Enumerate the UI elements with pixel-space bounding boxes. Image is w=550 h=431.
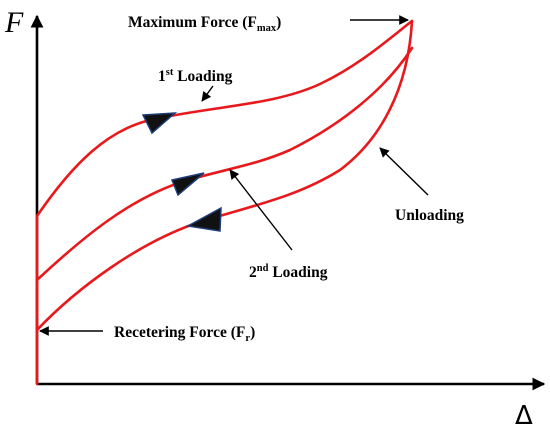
unloading-curve xyxy=(35,19,414,332)
second-loading-label: 2nd Loading xyxy=(249,263,328,281)
first-loading-pointer xyxy=(201,85,214,102)
second-loading-curve xyxy=(35,46,414,282)
unloading-label: Unloading xyxy=(395,207,464,224)
direction-arrows xyxy=(141,112,222,232)
unloading-direction-arrow xyxy=(185,206,222,232)
y-axis-symbol: F xyxy=(4,6,24,39)
recentering-force-label: Recetering Force (Fr) xyxy=(114,324,255,344)
max-force-label: Maximum Force (Fmax) xyxy=(128,14,281,34)
second-loading-pointer xyxy=(229,169,293,251)
axes: F Δ xyxy=(4,6,546,431)
first-loading-label: 1st Loading xyxy=(158,67,233,85)
second-loading-direction-arrow xyxy=(170,172,205,197)
x-axis-symbol: Δ xyxy=(515,401,533,431)
pointer-arrows xyxy=(39,15,429,336)
curves xyxy=(35,19,414,386)
first-loading-curve xyxy=(35,19,414,218)
labels: Maximum Force (Fmax) 1st Loading 2nd Loa… xyxy=(114,14,464,344)
unloading-pointer xyxy=(379,147,429,196)
first-loading-direction-arrow xyxy=(141,112,178,135)
